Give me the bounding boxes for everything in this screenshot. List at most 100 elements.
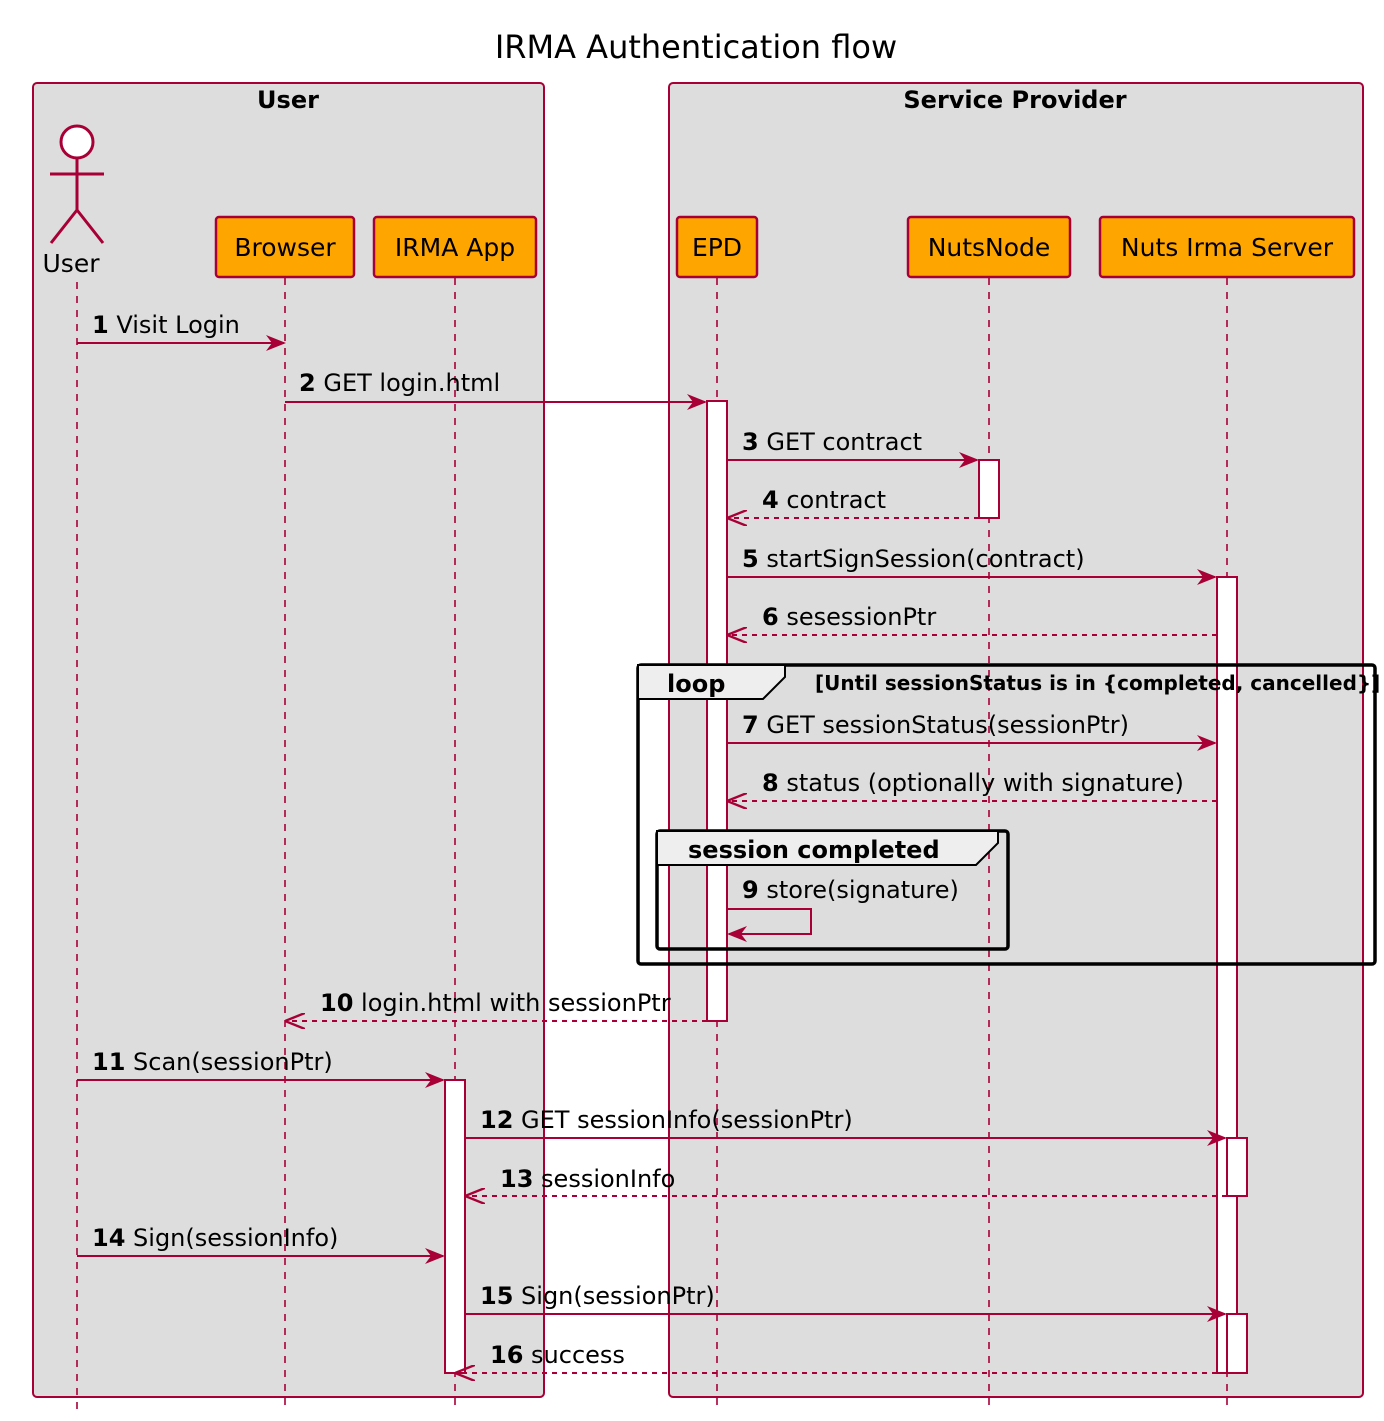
fragment-session-completed-header	[656, 830, 999, 866]
participant-irma-app-label: IRMA App	[395, 233, 515, 262]
message-14: 14 Sign(sessionInfo)	[77, 1224, 445, 1264]
participant-epd-label: EPD	[692, 233, 742, 262]
diagram-title: IRMA Authentication flow	[495, 28, 897, 66]
message-9-arrow	[727, 908, 812, 942]
message-2-number: 2	[299, 369, 316, 397]
message-2-text: GET login.html	[323, 369, 500, 397]
svg-text:9 store(signature): 9 store(signature)	[742, 876, 959, 904]
box-service-provider-background	[668, 82, 1364, 1398]
box-user: User	[32, 82, 545, 1398]
message-14-text: Sign(sessionInfo)	[133, 1224, 338, 1252]
message-4-number: 4	[762, 486, 779, 514]
message-3-number: 3	[742, 428, 759, 456]
message-3: 3 GET contract	[727, 428, 979, 468]
participant-nutsnode-label: NutsNode	[928, 233, 1051, 262]
message-9-text: store(signature)	[766, 876, 958, 904]
message-8-number: 8	[762, 769, 779, 797]
message-7-number: 7	[742, 711, 759, 739]
svg-text:13 sessionInfo: 13 sessionInfo	[500, 1165, 675, 1193]
participant-irma-app: IRMA App	[372, 215, 538, 279]
svg-text:8 status (optionally with sign: 8 status (optionally with signature)	[762, 769, 1184, 797]
svg-text:14 Sign(sessionInfo): 14 Sign(sessionInfo)	[92, 1224, 338, 1252]
message-5: 5 startSignSession(contract)	[727, 545, 1217, 585]
fragment-loop-label: loop	[667, 670, 725, 698]
message-10: 10 login.html with sessionPtr	[287, 989, 707, 1021]
actor-icon	[49, 124, 105, 244]
message-7: 7 GET sessionStatus(sessionPtr)	[727, 711, 1217, 751]
message-7-text: GET sessionStatus(sessionPtr)	[766, 711, 1129, 739]
message-12-number: 12	[480, 1106, 513, 1134]
svg-text:7 GET sessionStatus(sessionPtr: 7 GET sessionStatus(sessionPtr)	[742, 711, 1129, 739]
message-8-text: status (optionally with signature)	[786, 769, 1183, 797]
fragment-loop-header	[637, 664, 786, 700]
box-service-provider: Service Provider	[668, 82, 1364, 1398]
message-15: 15 Sign(sessionPtr)	[465, 1282, 1227, 1322]
message-9: 9 store(signature)	[727, 876, 959, 942]
message-5-text: startSignSession(contract)	[766, 545, 1084, 573]
box-user-title: User	[257, 86, 319, 114]
message-2: 2 GET login.html	[285, 369, 707, 410]
message-6: 6 sesessionPtr	[729, 603, 1217, 635]
message-13-number: 13	[500, 1165, 533, 1193]
activation-irma-server-sign	[1226, 1313, 1248, 1374]
fragment-session-completed-label: session completed	[688, 836, 940, 864]
svg-text:4 contract: 4 contract	[762, 486, 886, 514]
svg-text:16 success: 16 success	[490, 1341, 625, 1369]
svg-text:1 Visit Login: 1 Visit Login	[92, 311, 240, 339]
svg-text:15 Sign(sessionPtr): 15 Sign(sessionPtr)	[480, 1282, 715, 1310]
participant-browser: Browser	[214, 215, 356, 279]
message-11-number: 11	[92, 1048, 125, 1076]
svg-text:5 startSignSession(contract): 5 startSignSession(contract)	[742, 545, 1085, 573]
message-15-number: 15	[480, 1282, 513, 1310]
svg-text:6 sesessionPtr: 6 sesessionPtr	[762, 603, 936, 631]
fragment-session-completed: session completed	[655, 829, 1010, 951]
svg-text:11 Scan(sessionPtr): 11 Scan(sessionPtr)	[92, 1048, 333, 1076]
box-user-background	[32, 82, 545, 1398]
message-6-number: 6	[762, 603, 779, 631]
participant-nutsnode: NutsNode	[906, 215, 1072, 279]
message-14-number: 14	[92, 1224, 125, 1252]
message-10-number: 10	[320, 989, 353, 1017]
message-16: 16 success	[457, 1341, 1217, 1373]
activation-irma-server-info	[1226, 1137, 1248, 1197]
activation-nutsnode	[978, 459, 1000, 519]
svg-text:12 GET sessionInfo(sessionPtr): 12 GET sessionInfo(sessionPtr)	[480, 1106, 853, 1134]
message-8: 8 status (optionally with signature)	[729, 769, 1217, 801]
activation-epd	[706, 400, 728, 1022]
participant-user-label: User	[43, 249, 101, 278]
message-1-text: Visit Login	[116, 311, 240, 339]
message-11: 11 Scan(sessionPtr)	[77, 1048, 445, 1088]
message-1: 1 Visit Login	[77, 311, 286, 351]
message-9-number: 9	[742, 876, 759, 904]
svg-text:10 login.html with sessionPtr: 10 login.html with sessionPtr	[320, 989, 671, 1017]
message-12: 12 GET sessionInfo(sessionPtr)	[465, 1106, 1227, 1146]
fragment-loop-condition: [Until sessionStatus is in {completed, c…	[815, 671, 1380, 695]
message-13: 13 sessionInfo	[467, 1165, 1227, 1196]
fragment-loop-frame	[636, 663, 1377, 966]
participant-irma-server-label: Nuts Irma Server	[1121, 233, 1334, 262]
message-4: 4 contract	[729, 486, 979, 518]
participant-browser-label: Browser	[234, 233, 336, 262]
activation-irma-server-main	[1216, 576, 1238, 1374]
fragment-loop: loop [Until sessionStatus is in {complet…	[636, 663, 1380, 966]
messages: 1 Visit Login 2 GET login.html 3 GET con…	[77, 311, 1227, 1373]
message-16-text: success	[531, 1341, 625, 1369]
participant-irma-server: Nuts Irma Server	[1098, 215, 1356, 279]
participant-epd: EPD	[675, 215, 759, 279]
message-5-number: 5	[742, 545, 759, 573]
svg-text:3 GET contract: 3 GET contract	[742, 428, 922, 456]
message-10-text: login.html with sessionPtr	[361, 989, 671, 1017]
activation-irma-app	[444, 1079, 466, 1374]
message-1-number: 1	[92, 311, 109, 339]
svg-text:2 GET login.html: 2 GET login.html	[299, 369, 500, 397]
message-11-text: Scan(sessionPtr)	[133, 1048, 333, 1076]
message-6-text: sesessionPtr	[786, 603, 936, 631]
message-3-text: GET contract	[766, 428, 922, 456]
message-16-number: 16	[490, 1341, 523, 1369]
participant-user: User	[43, 124, 105, 278]
message-4-text: contract	[786, 486, 886, 514]
message-15-text: Sign(sessionPtr)	[521, 1282, 715, 1310]
box-service-provider-title: Service Provider	[903, 86, 1126, 114]
message-12-text: GET sessionInfo(sessionPtr)	[521, 1106, 853, 1134]
